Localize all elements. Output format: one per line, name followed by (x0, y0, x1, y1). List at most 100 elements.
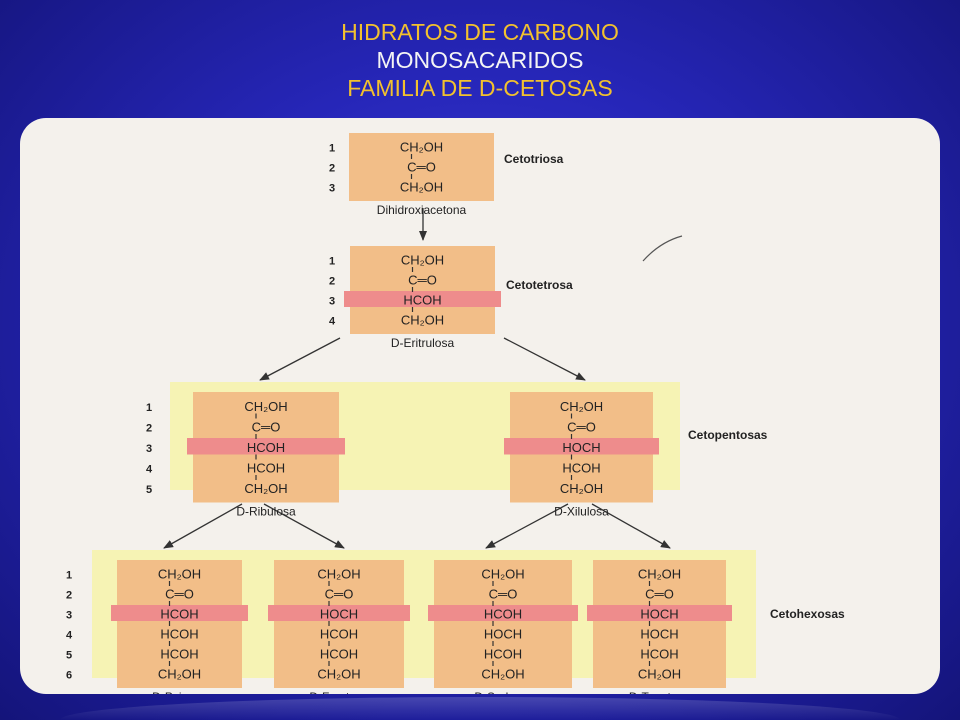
group-3: CH₂OH (400, 179, 443, 194)
diagram-panel: Cetotriosa Cetotetrosa Cetopentosas Ceto… (20, 118, 940, 694)
group-3: HOCH (640, 606, 678, 621)
carbon-number: 3 (146, 443, 152, 455)
group-4: CH₂OH (401, 312, 444, 327)
highlight-band (504, 438, 659, 455)
carbon-number: 3 (329, 182, 335, 194)
highlight-band (268, 605, 410, 621)
sugar-name-eritrulosa: D-Eritrulosa (391, 336, 455, 350)
group-3: HOCH (320, 606, 358, 621)
highlight-band (111, 605, 248, 621)
label-cetotetrosa: Cetotetrosa (506, 278, 573, 292)
group-5: HCOH (640, 646, 678, 661)
slide-reflection (60, 697, 900, 720)
group-4: HCOH (562, 460, 600, 475)
carbon-number: 5 (66, 649, 72, 661)
sugar-name-tagatosa: D-Tagatosa (629, 690, 691, 694)
group-5: CH₂OH (244, 481, 287, 496)
sugar-name-psicosa: D-Psicosa (152, 690, 207, 694)
arrow-ribulose-psicose (163, 503, 243, 549)
sugar-name-xilulosa: D-Xilulosa (554, 505, 609, 519)
group-2: C═O (407, 159, 436, 174)
group-1: CH₂OH (244, 399, 287, 414)
group-3: HCOH (247, 440, 285, 455)
group-2: C═O (325, 586, 354, 601)
group-4: HOCH (484, 626, 522, 641)
carbon-number: 1 (329, 255, 335, 267)
label-cetopentosas: Cetopentosas (688, 428, 768, 442)
title-line-3: FAMILIA DE D-CETOSAS (347, 75, 613, 101)
group-5: CH₂OH (560, 481, 603, 496)
label-cetotriosa: Cetotriosa (504, 152, 564, 166)
group-5: HCOH (160, 646, 198, 661)
structure-box (274, 560, 404, 688)
carbon-number: 4 (66, 629, 73, 641)
arrow-tetrose-xylulose (503, 337, 586, 381)
group-4: HCOH (247, 460, 285, 475)
group-5: HCOH (320, 646, 358, 661)
structure-sorbosa: CH₂OH C═O HCOH HOCH HCOH CH₂OH D-Sorbosa (428, 560, 578, 694)
arrow-ribulose-fructose (263, 503, 345, 549)
group-1: CH₂OH (560, 399, 603, 414)
group-2: C═O (408, 272, 437, 287)
group-1: CH₂OH (158, 566, 201, 581)
carbon-number: 1 (329, 142, 335, 154)
group-1: CH₂OH (401, 252, 444, 267)
carbon-number: 2 (329, 162, 335, 174)
sugar-name-fructosa: D-Fructosa (309, 690, 369, 694)
title-line-2: MONOSACARIDOS (376, 47, 584, 73)
title-line-1: HIDRATOS DE CARBONO (341, 19, 619, 45)
carbon-number: 4 (329, 315, 336, 327)
group-1: CH₂OH (400, 139, 443, 154)
slide-title: HIDRATOS DE CARBONO MONOSACARIDOS FAMILI… (0, 18, 960, 102)
group-6: CH₂OH (481, 666, 524, 681)
carbon-number: 2 (329, 275, 335, 287)
group-3: HOCH (562, 440, 600, 455)
structure-box (350, 246, 495, 334)
group-3: HCOH (160, 606, 198, 621)
label-cetohexosas: Cetohexosas (770, 607, 845, 621)
carbon-number: 1 (66, 569, 72, 581)
sugar-name-sorbosa: D-Sorbosa (474, 690, 532, 694)
group-5: HCOH (484, 646, 522, 661)
arrows (163, 208, 671, 549)
carbon-number: 3 (329, 295, 335, 307)
group-4: HOCH (640, 626, 678, 641)
highlight-band (587, 605, 732, 621)
sugar-name-dihidroxiacetona: Dihidroxiacetona (377, 203, 467, 217)
group-6: CH₂OH (317, 666, 360, 681)
carbon-number: 5 (146, 484, 152, 496)
structure-box (593, 560, 726, 688)
carbon-number: 3 (66, 609, 72, 621)
group-4: HCOH (320, 626, 358, 641)
decorative-curve (642, 235, 683, 262)
group-1: CH₂OH (481, 566, 524, 581)
arrow-tetrose-ribulose (259, 337, 341, 381)
highlight-band (187, 438, 345, 455)
group-2: C═O (165, 586, 194, 601)
carbon-number: 1 (146, 402, 152, 414)
group-2: C═O (252, 419, 281, 434)
group-1: CH₂OH (317, 566, 360, 581)
highlight-band (428, 605, 578, 621)
group-3: HCOH (484, 606, 522, 621)
ketose-family-diagram: Cetotriosa Cetotetrosa Cetopentosas Ceto… (66, 133, 845, 694)
group-3: HCOH (403, 292, 441, 307)
carbon-number: 2 (146, 422, 152, 434)
structure-box (349, 133, 494, 201)
structure-xilulosa: CH₂OH C═O HOCH HCOH CH₂OH D-Xilulosa (504, 392, 659, 519)
arrow-xylulose-tagatose (591, 503, 671, 549)
sugar-name-ribulosa: D-Ribulosa (236, 505, 296, 519)
structures: CH₂OH1C═O2CH₂OH3DihidroxiacetonaCH₂OH1C═… (66, 133, 732, 694)
carbon-number: 6 (66, 669, 72, 681)
group-6: CH₂OH (158, 666, 201, 681)
carbon-number: 4 (146, 463, 153, 475)
highlight-band (344, 291, 501, 307)
group-2: C═O (489, 586, 518, 601)
group-2: C═O (567, 419, 596, 434)
group-4: HCOH (160, 626, 198, 641)
